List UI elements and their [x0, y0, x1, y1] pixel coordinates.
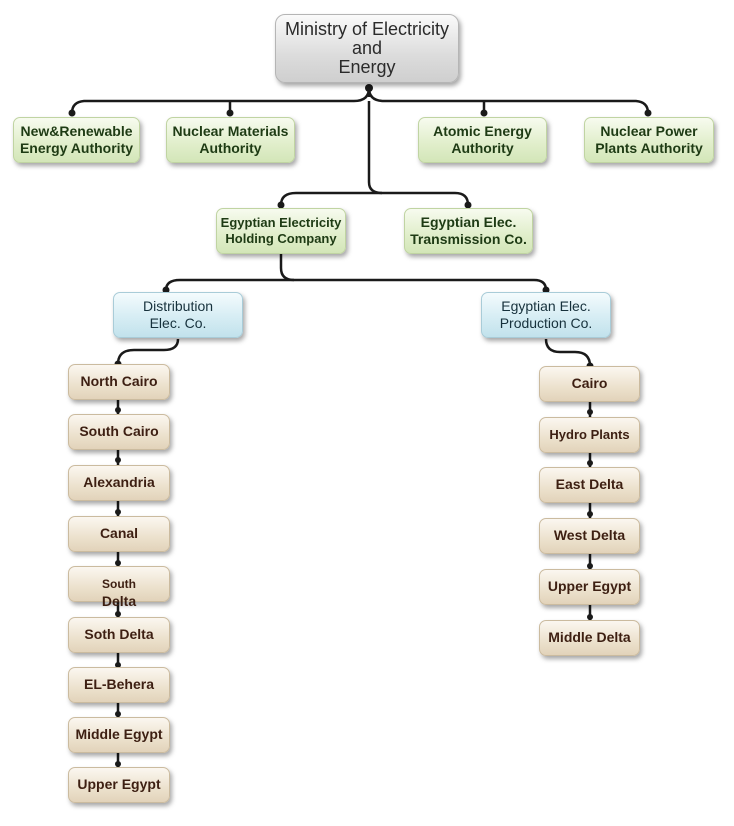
production-company-upper-egypt: Upper Egypt: [539, 569, 640, 605]
connector-dot: [587, 409, 593, 415]
distribution-company-alexandria: Alexandria: [68, 465, 170, 501]
distribution-company-upper-egypt: Upper Egypt: [68, 767, 170, 803]
distribution-company-label: Middle Egypt: [75, 726, 163, 743]
division-label: Distribution Elec. Co.: [142, 297, 214, 332]
connector-root-to-companies: [367, 101, 383, 195]
connector-dot: [587, 511, 593, 517]
ministry-root-label: Ministry of Electricity and Energy: [284, 19, 450, 77]
distribution-company-canal: Canal: [68, 516, 170, 552]
connector-dot: [277, 201, 285, 209]
connector-dot: [115, 560, 121, 566]
connector-dot: [115, 761, 121, 767]
connector-production-branch: [544, 338, 592, 367]
distribution-company-label: Soth Delta: [84, 626, 154, 643]
connector-dot: [542, 286, 550, 294]
production-company-label: West Delta: [553, 527, 626, 544]
authority-atomic-energy: Atomic Energy Authority: [418, 117, 547, 163]
authority-label: New&Renewable Energy Authority: [19, 122, 134, 157]
connector-dot: [644, 109, 652, 117]
authority-nuclear-power-plants: Nuclear Power Plants Authority: [584, 117, 714, 163]
distribution-company-label: Upper Egypt: [77, 776, 161, 793]
distribution-company-label: Canal: [99, 525, 139, 542]
division-label: Egyptian Elec. Production Co.: [499, 297, 593, 332]
connector-companies: [279, 191, 470, 206]
production-company-hydro-plants: Hydro Plants: [539, 417, 640, 453]
distribution-company-el-behera: EL-Behera: [68, 667, 170, 703]
connector-dot: [365, 84, 373, 92]
production-company-west-delta: West Delta: [539, 518, 640, 554]
production-division-node: Egyptian Elec. Production Co.: [481, 292, 611, 338]
connector-distribution-branch: [116, 338, 180, 365]
authority-label: Nuclear Materials Authority: [172, 122, 289, 157]
connector-dot: [115, 407, 121, 413]
connector-dot: [480, 109, 488, 117]
production-company-middle-delta: Middle Delta: [539, 620, 640, 656]
connector-divisions: [164, 278, 548, 291]
authority-new-renewable: New&Renewable Energy Authority: [13, 117, 140, 163]
company-label: Egyptian Elec. Transmission Co.: [410, 213, 527, 248]
production-company-label: Cairo: [571, 375, 608, 392]
connector-dot: [115, 711, 121, 717]
connector-dot: [464, 201, 472, 209]
distribution-company-north-cairo: North Cairo: [68, 364, 170, 400]
connector-dot: [587, 460, 593, 466]
connector-dot: [115, 662, 121, 668]
production-company-label: Hydro Plants: [549, 426, 630, 442]
transmission-company-node: Egyptian Elec. Transmission Co.: [404, 208, 533, 254]
connector-dot: [115, 457, 121, 463]
ministry-root-node: Ministry of Electricity and Energy: [275, 14, 459, 83]
distribution-company-south-cairo: South Cairo: [68, 414, 170, 450]
distribution-company-label-prefix: South: [101, 577, 136, 592]
distribution-company-label: North Cairo: [80, 373, 158, 390]
authority-label: Atomic Energy Authority: [433, 122, 532, 157]
distribution-company-label: Alexandria: [83, 474, 155, 491]
distribution-company-label-suffix: Delta: [101, 592, 137, 609]
production-company-label: East Delta: [555, 476, 624, 493]
distribution-company-middle-egypt: Middle Egypt: [68, 717, 170, 753]
authority-label: Nuclear Power Plants Authority: [595, 122, 703, 157]
distribution-division-node: Distribution Elec. Co.: [113, 292, 243, 338]
connector-dot: [115, 509, 121, 515]
authority-nuclear-materials: Nuclear Materials Authority: [166, 117, 295, 163]
production-company-east-delta: East Delta: [539, 467, 640, 503]
distribution-company-label: EL-Behera: [83, 676, 155, 693]
connector-dot: [587, 614, 593, 620]
distribution-company-label: South Cairo: [79, 423, 159, 440]
holding-company-node: Egyptian Electricity Holding Company: [216, 208, 346, 254]
production-company-label: Upper Egypt: [547, 578, 632, 595]
connector-dot: [162, 286, 170, 294]
company-label: Egyptian Electricity Holding Company: [220, 214, 342, 246]
distribution-company-soth-delta: Soth Delta: [68, 617, 170, 653]
connector-dot: [587, 563, 593, 569]
connector-dot: [115, 611, 121, 617]
connector-dot: [68, 109, 76, 117]
connector-authorities: [70, 87, 650, 114]
production-company-cairo: Cairo: [539, 366, 640, 402]
distribution-company-south-delta: South Delta: [68, 566, 170, 609]
connector-holding-stem: [279, 253, 295, 282]
connector-dot: [226, 109, 234, 117]
production-company-label: Middle Delta: [548, 629, 631, 646]
